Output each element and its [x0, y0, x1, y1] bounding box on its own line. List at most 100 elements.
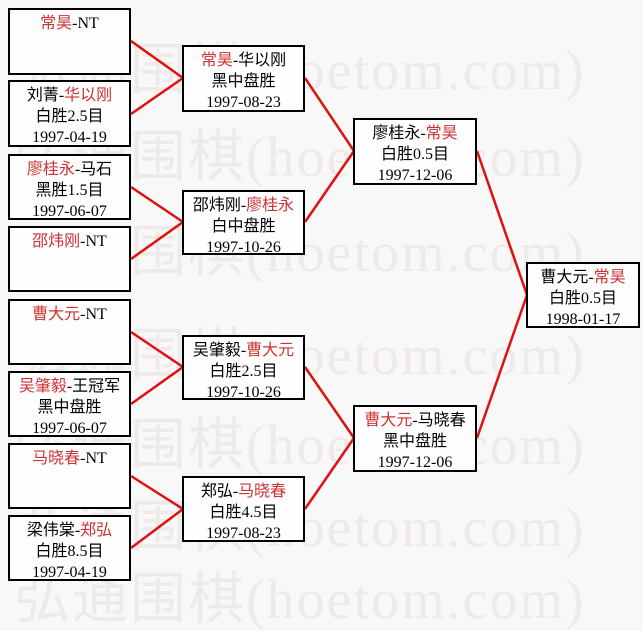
connector-line — [475, 150, 529, 296]
match-date — [10, 273, 129, 294]
player-separator: - — [58, 87, 65, 104]
match-players: 常昊-NT — [10, 13, 129, 34]
player-separator: - — [240, 342, 247, 359]
connector-line — [130, 474, 184, 511]
player-a: 邵炜刚 — [32, 233, 81, 250]
player-separator: - — [80, 233, 86, 250]
player-a: 曹大元 — [32, 306, 81, 323]
match-box-r2-4: 郑弘-马晓春 白胜4.5目 1997-08-23 — [182, 476, 305, 542]
player-a: 刘菁 — [26, 87, 59, 104]
match-players: 曹大元-常昊 — [528, 267, 638, 288]
match-players: 邵炜刚-NT — [10, 231, 129, 252]
match-players: 郑弘-马晓春 — [184, 481, 303, 502]
match-box-r1-6: 吴肇毅-王冠军 黑中盘胜 1997-06-07 — [8, 371, 131, 437]
player-separator: - — [80, 306, 86, 323]
player-b: 常昊 — [593, 269, 626, 286]
match-players: 梁伟棠-郑弘 — [10, 520, 129, 541]
match-box-r1-8: 梁伟棠-郑弘 白胜8.5目 1997-04-19 — [8, 515, 131, 581]
player-separator: - — [80, 450, 86, 467]
match-players: 刘菁-华以刚 — [10, 85, 129, 106]
player-separator: - — [420, 125, 426, 142]
player-a: 梁伟棠 — [26, 522, 75, 539]
tournament-bracket: 弘通围棋(hoetom.com) 弘通围棋(hoetom.com) 弘通围棋(h… — [8, 8, 640, 628]
connector-line — [130, 508, 184, 549]
match-date: 1997-06-07 — [32, 203, 107, 220]
player-b: NT — [85, 450, 107, 467]
match-result: 黑中盘胜 — [382, 433, 447, 450]
player-separator: - — [588, 269, 594, 286]
connector-line — [303, 437, 356, 510]
player-a: 曹大元 — [540, 269, 589, 286]
match-result: 白胜2.5目 — [209, 363, 278, 380]
match-result: 白胜0.5目 — [548, 290, 617, 307]
player-b: 常昊 — [425, 125, 458, 142]
match-box-sf-1: 廖桂永-常昊 白胜0.5目 1997-12-06 — [353, 118, 477, 185]
player-separator: - — [412, 412, 418, 429]
player-separator: - — [240, 197, 247, 214]
match-players: 邵炜刚-廖桂永 — [184, 195, 303, 216]
player-b: 马石 — [80, 161, 113, 178]
connector-line — [475, 294, 529, 439]
match-players: 曹大元-NT — [10, 304, 129, 325]
match-box-r1-5: 曹大元-NT — [8, 299, 131, 365]
match-date: 1998-01-17 — [545, 311, 621, 328]
match-players: 吴肇毅-曹大元 — [184, 340, 303, 361]
player-separator: - — [72, 15, 78, 32]
match-box-r1-1: 常昊-NT — [8, 8, 131, 75]
player-a: 廖桂永 — [372, 125, 421, 142]
match-result: 黑中盘胜 — [37, 399, 102, 416]
match-box-sf-2: 曹大元-马晓春 黑中盘胜 1997-12-06 — [353, 405, 477, 472]
match-result — [10, 252, 129, 273]
match-box-r2-1: 常昊-华以刚 黑中盘胜 1997-08-23 — [182, 45, 305, 112]
connector-line — [130, 220, 184, 261]
connector-line — [130, 39, 184, 80]
player-a: 吴肇毅 — [192, 342, 241, 359]
player-separator: - — [74, 522, 81, 539]
match-players: 曹大元-马晓春 — [355, 410, 475, 431]
match-result: 白胜0.5目 — [380, 146, 449, 163]
match-box-r1-4: 邵炜刚-NT — [8, 226, 131, 292]
connector-line — [303, 366, 356, 439]
match-box-r1-2: 刘菁-华以刚 白胜2.5目 1997-04-19 — [8, 80, 131, 147]
connector-line — [303, 150, 356, 223]
match-date: 1997-04-19 — [32, 129, 107, 146]
player-a: 郑弘 — [200, 483, 233, 500]
match-players: 廖桂永-马石 — [10, 159, 129, 180]
connector-line — [303, 77, 356, 152]
match-result: 白胜2.5目 — [35, 108, 104, 125]
match-box-r2-2: 邵炜刚-廖桂永 白中盘胜 1997-10-26 — [182, 190, 305, 256]
match-result: 白胜8.5目 — [35, 543, 104, 560]
match-result: 白胜4.5目 — [209, 504, 278, 521]
match-date: 1997-10-26 — [206, 384, 281, 401]
player-b: 华以刚 — [238, 52, 287, 69]
player-b: 王冠军 — [72, 378, 121, 395]
match-result: 黑胜1.5目 — [35, 182, 104, 199]
match-box-final: 曹大元-常昊 白胜0.5目 1998-01-17 — [526, 262, 640, 328]
match-box-r1-7: 马晓春-NT — [8, 443, 131, 509]
match-date: 1997-08-23 — [206, 525, 281, 542]
match-date: 1997-04-19 — [32, 564, 107, 581]
player-b: NT — [85, 233, 107, 250]
match-players: 常昊-华以刚 — [184, 50, 303, 71]
player-b: NT — [85, 306, 107, 323]
player-a: 常昊 — [40, 15, 73, 32]
player-separator: - — [74, 161, 81, 178]
match-date — [10, 490, 129, 511]
player-a: 廖桂永 — [26, 161, 75, 178]
match-date: 1997-12-06 — [377, 167, 453, 184]
player-b: 曹大元 — [246, 342, 295, 359]
connector-line — [130, 76, 184, 116]
match-result: 白中盘胜 — [211, 218, 276, 235]
match-date: 1997-06-07 — [32, 420, 107, 437]
player-a: 常昊 — [200, 52, 233, 69]
match-players: 吴肇毅-王冠军 — [10, 376, 129, 397]
match-box-r1-3: 廖桂永-马石 黑胜1.5目 1997-06-07 — [8, 154, 131, 220]
bracket-connectors — [130, 39, 529, 549]
player-separator: - — [232, 483, 239, 500]
player-a: 邵炜刚 — [192, 197, 241, 214]
match-date: 1997-08-23 — [206, 94, 281, 111]
player-b: 马晓春 — [417, 412, 466, 429]
player-a: 曹大元 — [364, 412, 413, 429]
match-result — [10, 325, 129, 346]
player-b: 廖桂永 — [246, 197, 295, 214]
